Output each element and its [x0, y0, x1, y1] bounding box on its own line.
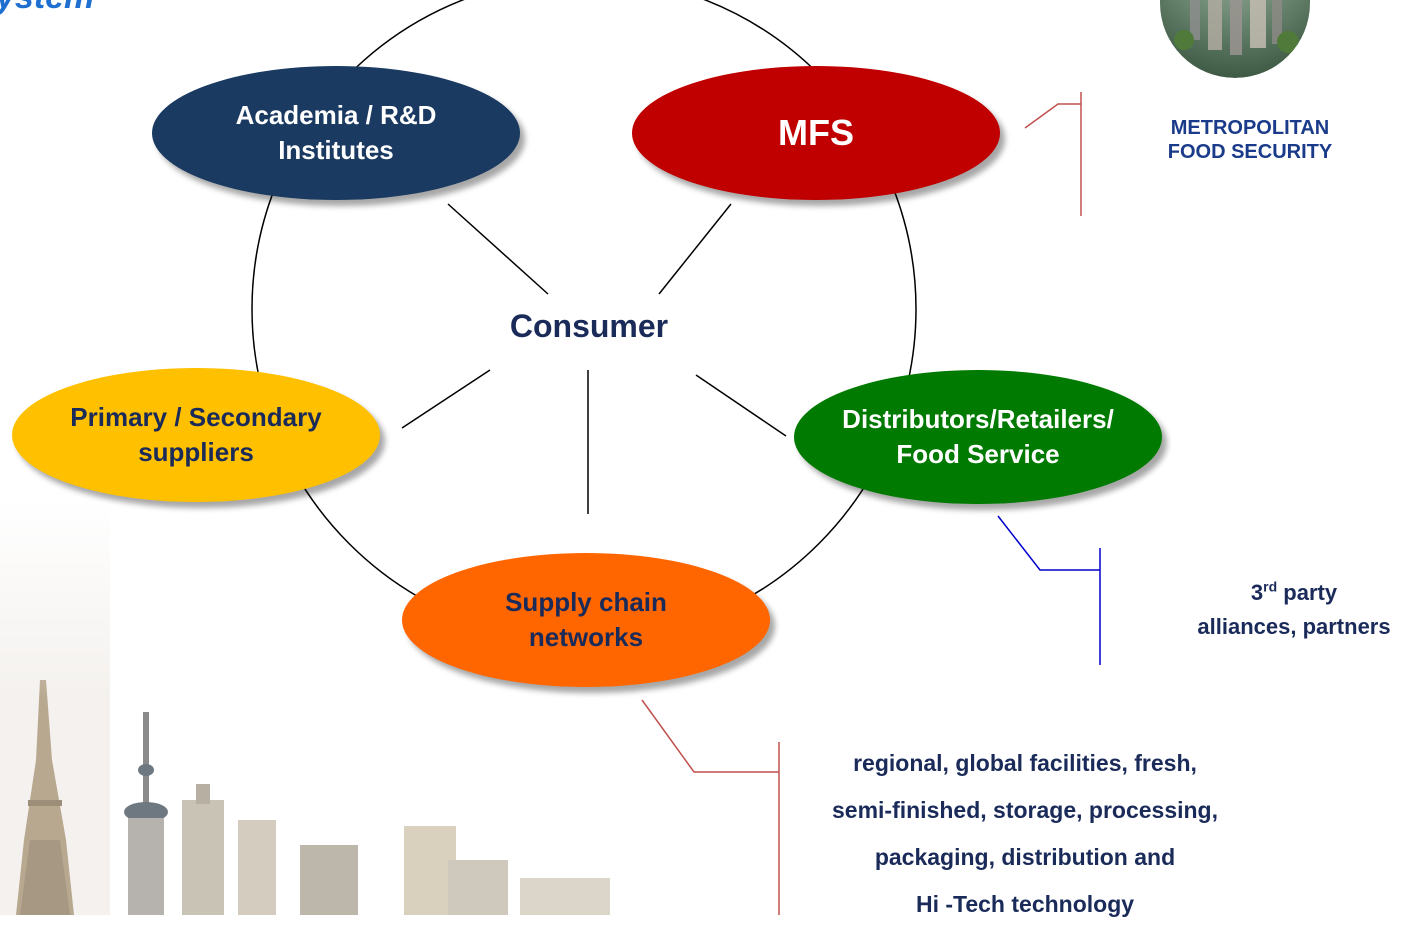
- node-academia-line2: Institutes: [278, 135, 394, 165]
- facilities-callout: regional, global facilities, fresh, semi…: [760, 740, 1290, 928]
- mfs-caption: METROPOLITAN FOOD SECURITY: [1140, 116, 1360, 164]
- facilities-line4: Hi -Tech technology: [915, 891, 1135, 917]
- node-distributors-line1: Distributors/Retailers/: [842, 403, 1114, 434]
- party-line1: 3rd party: [1160, 576, 1428, 610]
- node-distributors-line2: Food Service: [896, 439, 1060, 469]
- node-primary-line1: Primary / Secondary: [70, 401, 322, 432]
- mfs-caption-line2: FOOD SECURITY: [1167, 141, 1333, 163]
- node-academia: Academia / R&D Institutes: [152, 66, 520, 200]
- facilities-line3: packaging, distribution and: [874, 844, 1176, 870]
- party-superscript: rd: [1263, 578, 1278, 595]
- party-callout: 3rd party alliances, partners: [1160, 576, 1428, 644]
- mfs-caption-line1: METROPOLITAN: [1170, 117, 1330, 139]
- spoke-primary: [401, 369, 491, 429]
- node-mfs-label: MFS: [778, 111, 854, 153]
- spoke-mfs: [658, 203, 732, 295]
- node-supply-line1: Supply chain: [505, 586, 667, 617]
- city-globe-image: [1160, 0, 1310, 78]
- party-line2: alliances, partners: [1197, 614, 1391, 640]
- node-primary-suppliers: Primary / Secondary suppliers: [12, 368, 380, 502]
- node-supply-line2: networks: [528, 622, 644, 652]
- mfs-callout-connector: [1024, 103, 1081, 129]
- slide-title-fragment: ystem: [0, 0, 94, 17]
- party-callout-connector: [997, 515, 1100, 571]
- node-primary-line2: suppliers: [138, 437, 254, 467]
- node-supply-chain: Supply chain networks: [402, 553, 770, 687]
- facilities-line1: regional, global facilities, fresh,: [853, 750, 1197, 776]
- party-ordinal: 3: [1250, 580, 1264, 605]
- party-line1-rest: party: [1277, 580, 1338, 605]
- spoke-academia: [447, 203, 549, 295]
- node-academia-line1: Academia / R&D: [235, 99, 437, 130]
- spoke-distributors: [695, 374, 787, 437]
- facilities-line2: semi-finished, storage, processing,: [832, 797, 1218, 823]
- node-mfs: MFS: [632, 66, 1000, 200]
- node-distributors: Distributors/Retailers/ Food Service: [794, 370, 1162, 504]
- consumer-label: Consumer: [509, 308, 669, 344]
- facilities-callout-connector: [641, 699, 779, 773]
